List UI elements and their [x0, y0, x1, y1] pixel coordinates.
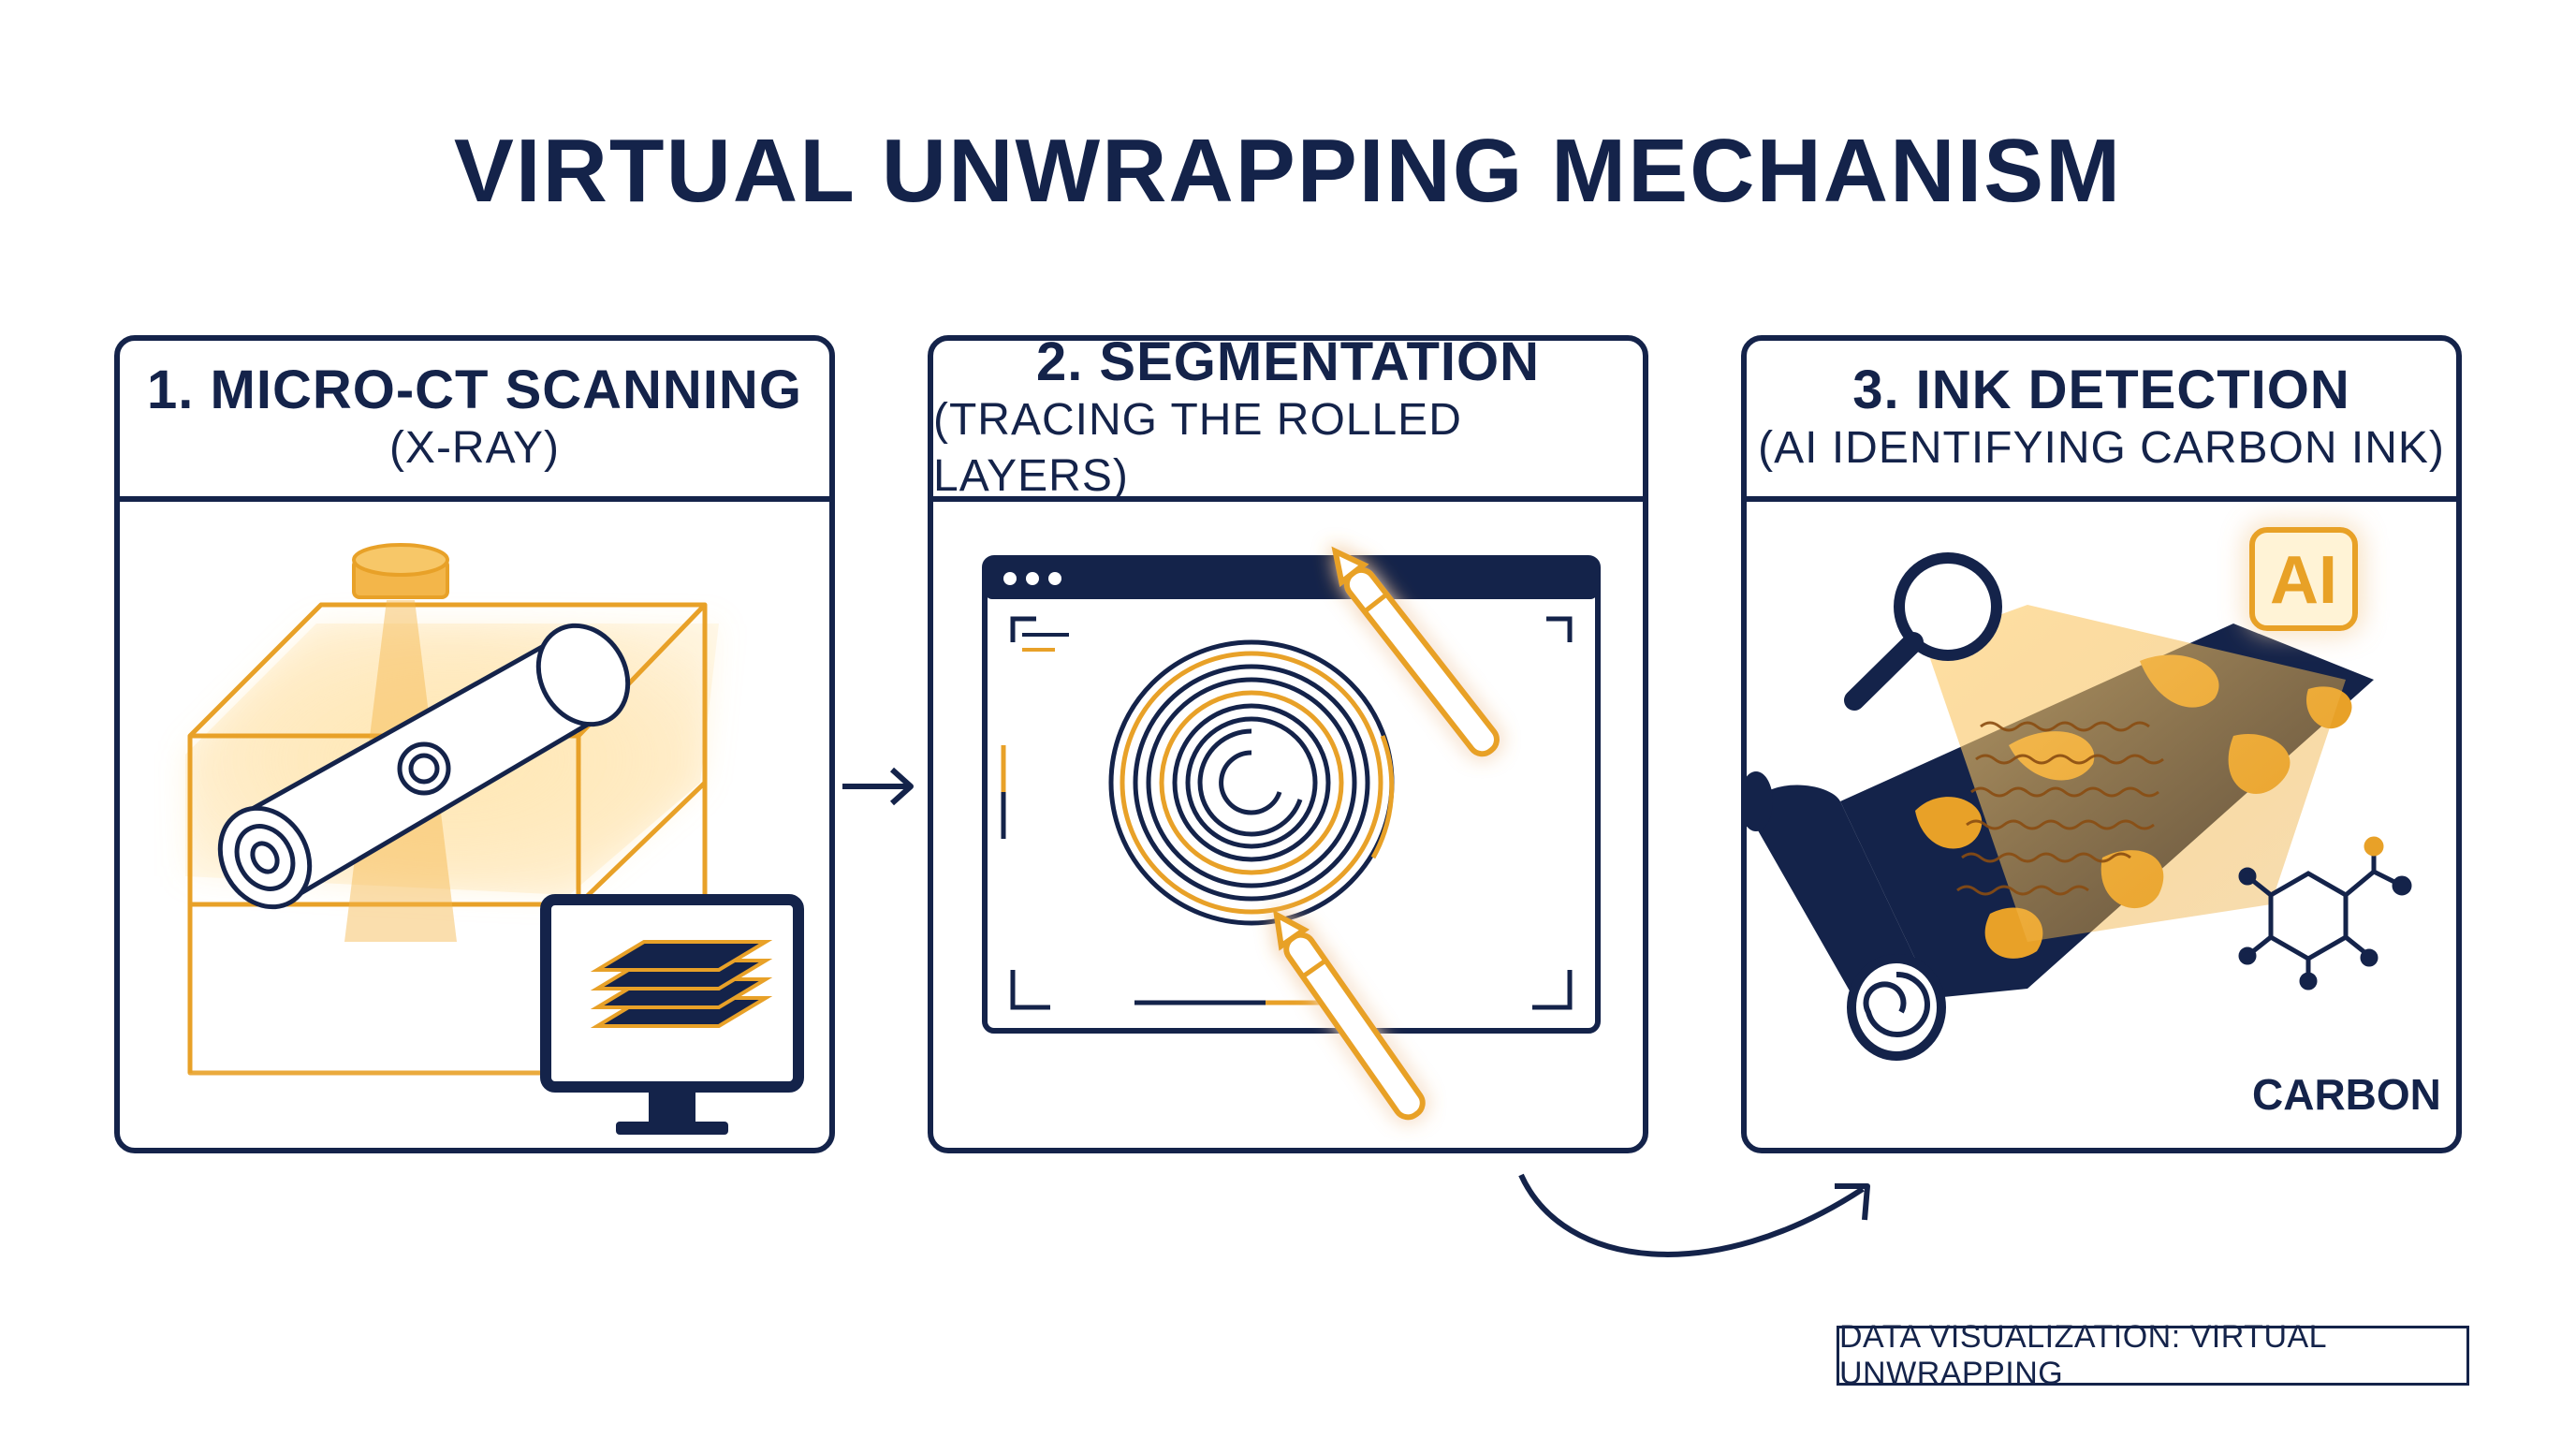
ink-detection-illustration: AI: [1747, 527, 2412, 1061]
page-title: VIRTUAL UNWRAPPING MECHANISM: [453, 121, 2123, 221]
step-subtitle: (X-RAY): [388, 423, 561, 473]
step-title: 1. MICRO-CT SCANNING: [147, 360, 802, 420]
unrolled-scroll-icon: [1747, 605, 2374, 1061]
step-subtitle: (AI IDENTIFYING CARBON INK): [1758, 423, 2445, 473]
monitor-layers-icon: [540, 894, 804, 1135]
scroll-icon: [217, 623, 631, 910]
step-header: 2. SEGMENTATION (TRACING THE ROLLED LAYE…: [933, 341, 1643, 502]
spiral-segmentation-icon: [1108, 639, 1395, 926]
stylus-icon: [1272, 909, 1426, 1121]
ai-chip-icon: AI: [2249, 527, 2358, 631]
ai-badge-label: AI: [2270, 543, 2337, 618]
molecule-icon: [2238, 836, 2412, 990]
connector-arrow-1-2: [842, 767, 914, 806]
micro-ct-scanner-icon: [185, 543, 804, 1135]
step-title: 3. INK DETECTION: [1852, 360, 2350, 420]
stylus-icon: [1331, 546, 1500, 757]
step-panel-micro-ct: 1. MICRO-CT SCANNING (X-RAY): [114, 335, 835, 1153]
magnifier-icon: [1844, 552, 2002, 711]
caption-box: DATA VISUALIZATION: VIRTUAL UNWRAPPING: [1837, 1319, 2469, 1391]
step-panel-segmentation: 2. SEGMENTATION (TRACING THE ROLLED LAYE…: [928, 335, 1648, 1153]
carbon-label: CARBON: [2252, 1070, 2441, 1119]
step-header: 1. MICRO-CT SCANNING (X-RAY): [120, 341, 829, 502]
step-title: 2. SEGMENTATION: [1035, 335, 1541, 392]
step-panel-ink-detection: 3. INK DETECTION (AI IDENTIFYING CARBON …: [1741, 335, 2462, 1153]
connector-arrow-2-3: [1518, 1173, 1870, 1257]
step-subtitle: (TRACING THE ROLLED LAYERS): [933, 395, 1462, 501]
segmentation-window-icon: [982, 546, 1601, 1121]
step-header: 3. INK DETECTION (AI IDENTIFYING CARBON …: [1747, 341, 2456, 502]
